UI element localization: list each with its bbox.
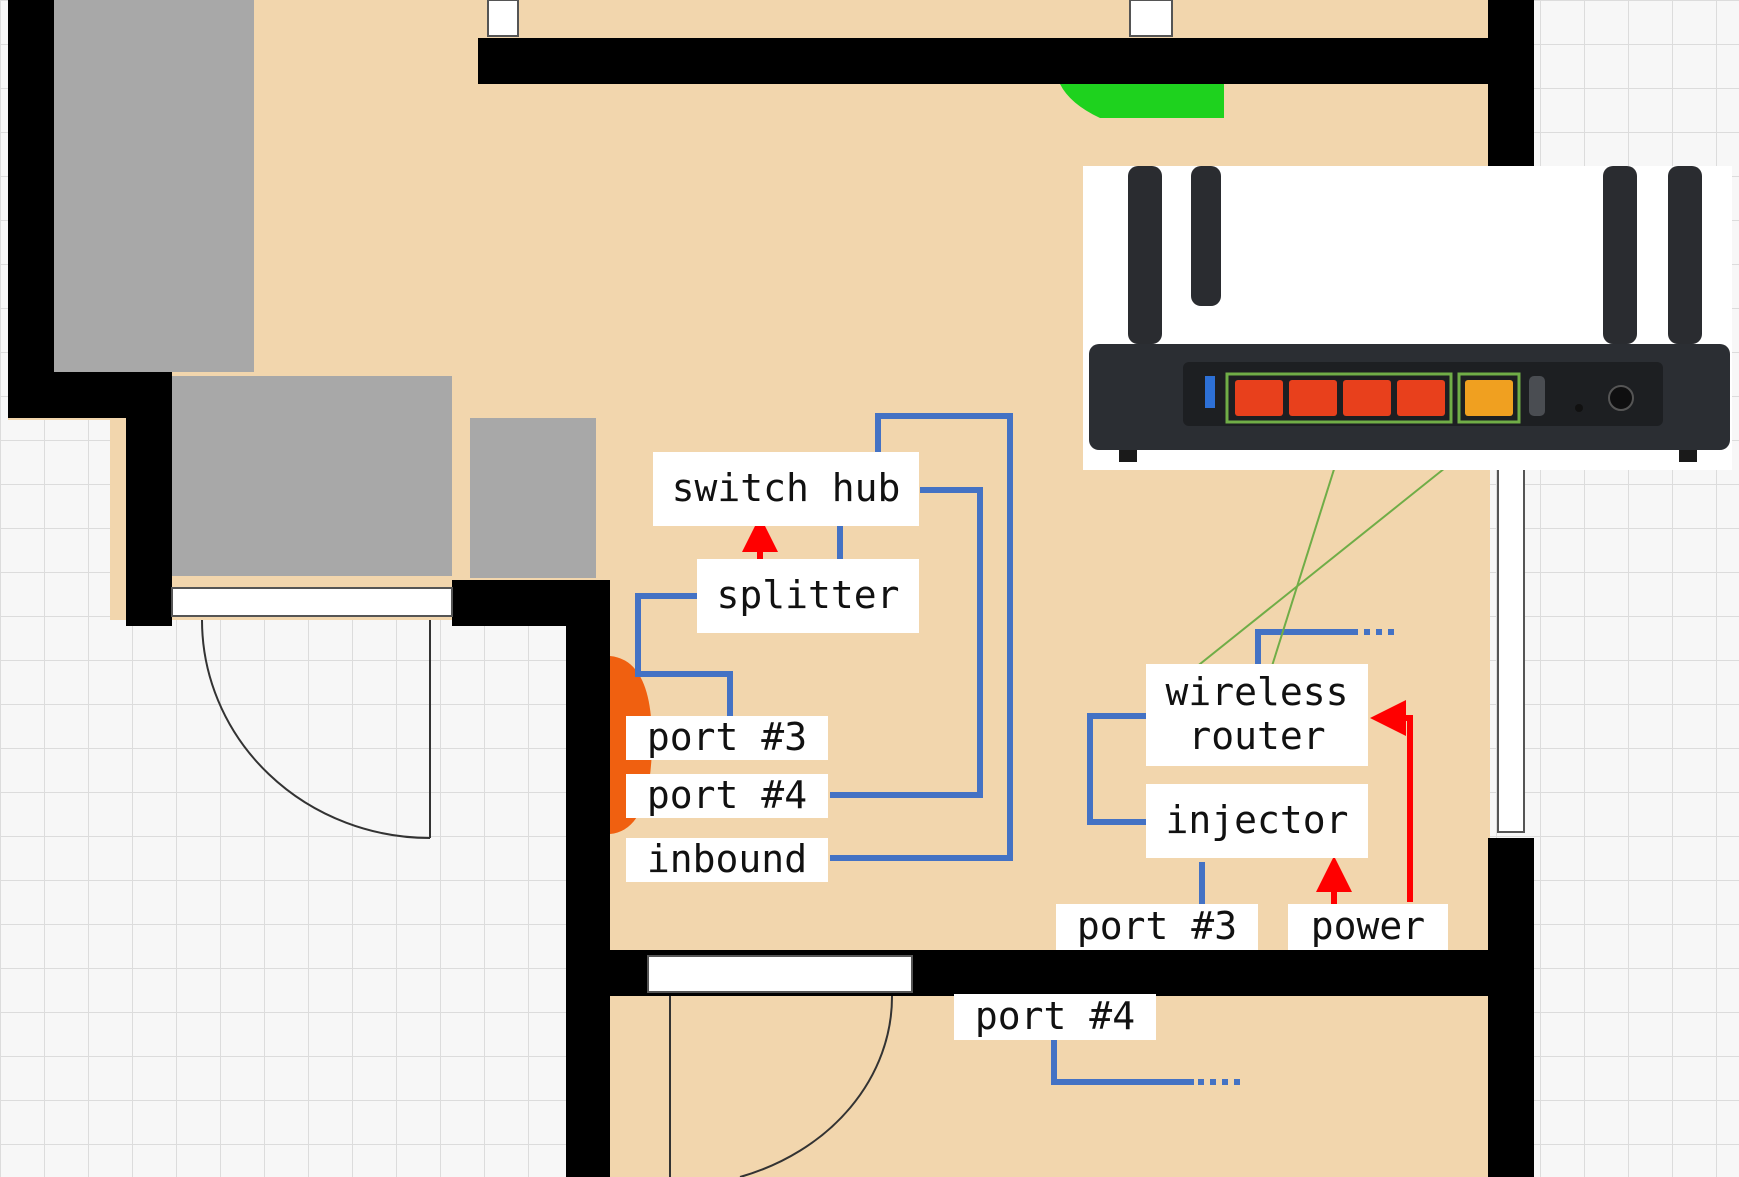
furniture [54,0,596,578]
router-photo [1083,166,1732,470]
port3-left-label: port #3 [626,715,828,760]
power-label: power [1288,904,1448,950]
cables [635,413,1358,1085]
port4-bottom-label: port #4 [954,994,1156,1040]
lan-port-icons [1235,380,1445,416]
switch-hub-label: switch hub [653,452,919,526]
door-frames [171,0,1525,993]
reset-hole-icon [1575,404,1583,412]
lan-ports-frame [1225,372,1453,424]
inbound-label: inbound [626,837,828,882]
walls [8,0,1534,1177]
antenna-icons [1128,166,1702,344]
door-swings [201,619,894,1177]
port4-left-label: port #4 [626,773,828,818]
splitter-label: splitter [697,559,919,633]
usb-port-icon [1205,376,1215,408]
dc-in-icon [1608,385,1634,411]
wireless-router-label-line2: router [1188,714,1326,758]
cable-continuation-dots [1198,629,1400,1085]
wan-port-icon [1465,380,1513,416]
wan-port-frame [1457,372,1521,424]
port3-right-label: port #3 [1056,904,1258,950]
wireless-router-label-line1: wireless [1165,670,1349,715]
wireless-router-label: wireless router [1146,664,1368,766]
green-marker [1060,84,1224,118]
photo-link-lines [1149,443,1476,705]
injector-label: injector [1146,784,1368,858]
wps-button-icon [1529,376,1545,416]
